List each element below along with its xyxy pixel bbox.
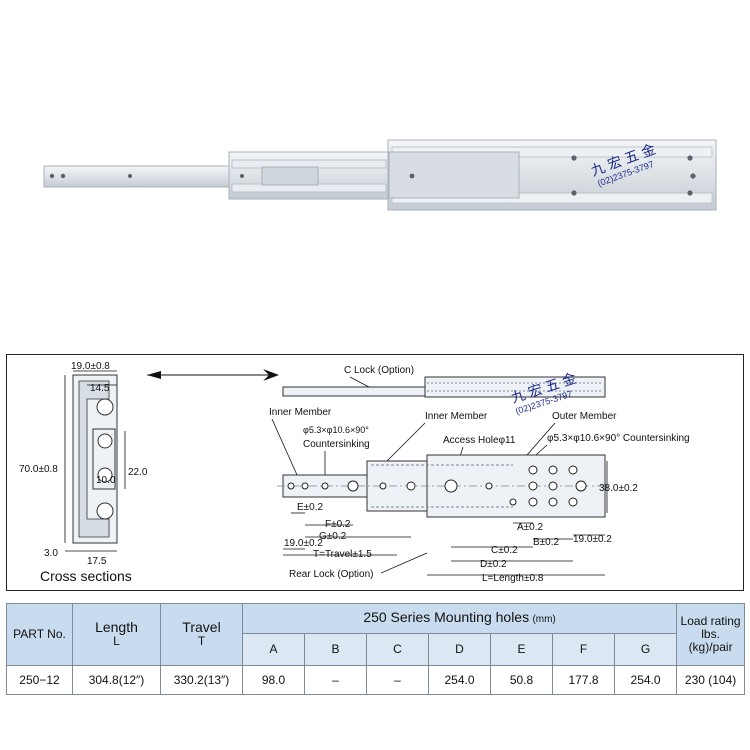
callout-rear-lock: Rear Lock (Option) — [289, 569, 373, 580]
cell-g: 254.0 — [613, 665, 678, 695]
cell-f: 177.8 — [552, 665, 615, 695]
cell-c: – — [366, 665, 429, 695]
dim-19-left: 19.0±0.2 — [284, 538, 323, 549]
side-view-dims: 38.0±0.2 E±0.2 F±0.2 G±0.2 19.0±0.2 T=Tr… — [283, 461, 638, 584]
dim-e: E±0.2 — [297, 502, 323, 513]
cell-e: 50.8 — [490, 665, 553, 695]
callout-outer-member: Outer Member — [552, 411, 617, 422]
cell-d: 254.0 — [428, 665, 491, 695]
dim-19-right: 19.0±0.2 — [573, 534, 612, 545]
dim-cross-19: 19.0±0.8 — [71, 361, 110, 372]
header-col-f: F — [552, 633, 615, 666]
table-row: 250−12 304.8(12″) 330.2(13″) 98.0 – – 25… — [6, 665, 746, 695]
drawing-canvas: 19.0±0.8 14.5 70.0±0.8 22.0 10.0 3.0 17.… — [19, 361, 690, 584]
dim-l: L=Length±0.8 — [482, 573, 544, 584]
outer-member-photo — [387, 139, 717, 211]
dim-b: B±0.2 — [533, 537, 559, 548]
cell-part-no: 250−12 — [6, 665, 73, 695]
dim-t: T=Travel±1.5 — [313, 549, 372, 560]
dim-d: D±0.2 — [480, 559, 507, 570]
technical-drawing: 19.0±0.8 14.5 70.0±0.8 22.0 10.0 3.0 17.… — [6, 354, 744, 591]
dim-g: G±0.2 — [319, 531, 347, 542]
direction-arrow — [147, 369, 279, 381]
dim-cross-10: 10.0 — [96, 475, 116, 486]
header-col-g: G — [613, 633, 678, 666]
callout-countersink-right: φ5.3×φ10.6×90° Countersinking — [547, 433, 690, 444]
cross-sections-title: Cross sections — [40, 568, 132, 584]
header-part-no: PART No. — [6, 603, 73, 666]
dim-cross-70: 70.0±0.8 — [19, 464, 58, 475]
slide-side-view — [277, 454, 607, 518]
header-col-c: C — [366, 633, 429, 666]
dim-cross-14-5: 14.5 — [90, 383, 110, 394]
callout-inner-member: Inner Member — [425, 411, 488, 422]
cell-b: – — [304, 665, 367, 695]
header-col-e: E — [490, 633, 553, 666]
dim-f: F±0.2 — [325, 519, 351, 530]
dim-cross-3: 3.0 — [44, 548, 58, 559]
header-col-b: B — [304, 633, 367, 666]
callout-access-hole: Access Holeφ11 — [443, 435, 516, 446]
dim-a: A±0.2 — [517, 522, 543, 533]
dim-cross-22: 22.0 — [128, 467, 148, 478]
intermediate-member-photo — [228, 151, 390, 200]
cell-length: 304.8(12″) — [72, 665, 161, 695]
callout-c-lock: C Lock (Option) — [344, 365, 414, 376]
callout-inner-member-left: Inner Member — [269, 407, 332, 418]
header-col-d: D — [428, 633, 491, 666]
callout-countersink-left-2: Countersinking — [303, 439, 370, 450]
cell-a: 98.0 — [242, 665, 305, 695]
dim-cross-17-5: 17.5 — [87, 556, 107, 567]
cross-section: 19.0±0.8 14.5 70.0±0.8 22.0 10.0 3.0 17.… — [19, 361, 148, 584]
product-photo: 九 宏 五 金 (02)2375-3797 — [43, 139, 717, 211]
cell-load: 230 (104) — [676, 665, 746, 695]
header-col-a: A — [242, 633, 305, 666]
cell-travel: 330.2(13″) — [160, 665, 243, 695]
dim-c: C±0.2 — [491, 545, 518, 556]
header-mounting-holes: 250 Series Mounting holes (mm) — [241, 603, 678, 634]
dim-38: 38.0±0.2 — [599, 483, 638, 494]
slide-top-view: C Lock (Option) — [282, 365, 606, 398]
callout-countersink-left-1: φ5.3×φ10.6×90° — [303, 425, 369, 435]
